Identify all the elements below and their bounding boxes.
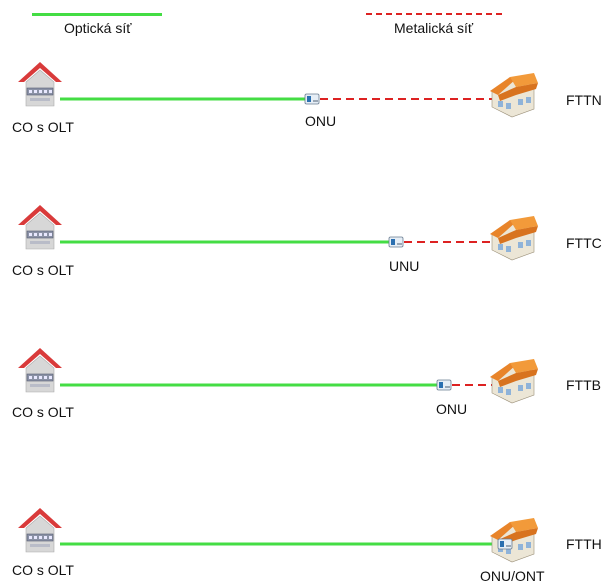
- row-ftth-name: FTTH: [566, 536, 602, 552]
- row-ftth-co-label: CO s OLT: [12, 562, 74, 578]
- row-fttc-co-label: CO s OLT: [12, 262, 74, 278]
- row-fttc-co-house-icon: [18, 205, 62, 250]
- row-fttn-end-building-icon: [490, 73, 538, 118]
- row-fttn-co-house-icon: [18, 62, 62, 107]
- legend-optical-label: Optická síť: [64, 20, 132, 36]
- row-fttn-unit-icon: [304, 93, 320, 105]
- row-ftth-unit-label: ONU/ONT: [480, 568, 545, 584]
- legend-metallic-line: [366, 13, 502, 15]
- row-fttn-name: FTTN: [566, 92, 602, 108]
- row-ftth-end-building-icon: [490, 518, 538, 563]
- legend-optical-line: [32, 13, 162, 16]
- row-ftth-unit-icon: [497, 538, 513, 550]
- legend-metallic-label: Metalická síť: [394, 20, 474, 36]
- row-fttb-co-label: CO s OLT: [12, 404, 74, 420]
- row-fttb-unit-icon: [436, 379, 452, 391]
- row-fttc-name: FTTC: [566, 235, 602, 251]
- row-fttn-unit-label: ONU: [305, 113, 337, 129]
- row-fttn-co-label: CO s OLT: [12, 119, 74, 135]
- row-fttb-co-house-icon: [18, 348, 62, 393]
- row-fttc-unit-icon: [388, 236, 404, 248]
- row-fttc-end-building-icon: [490, 216, 538, 261]
- row-fttb-end-building-icon: [490, 359, 538, 404]
- row-fttc-unit-label: UNU: [389, 258, 420, 274]
- row-fttb-unit-label: ONU: [436, 401, 468, 417]
- row-ftth-co-house-icon: [18, 508, 62, 553]
- row-fttb-name: FTTB: [566, 377, 601, 393]
